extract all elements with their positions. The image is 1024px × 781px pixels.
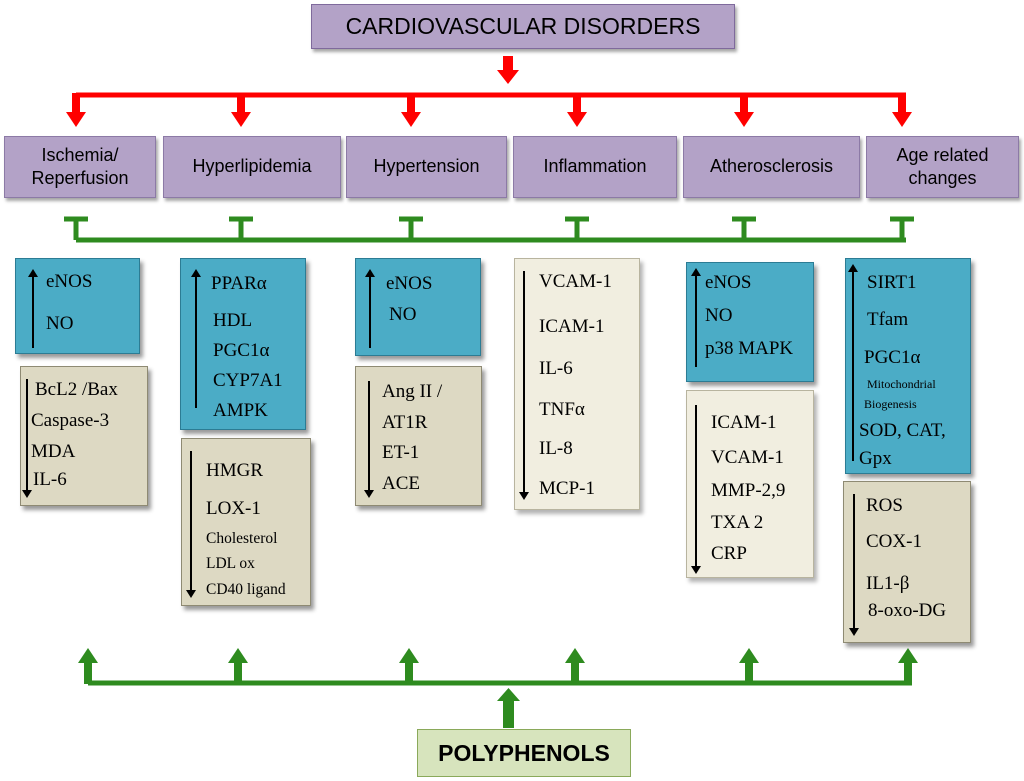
green-inhibit-tees (64, 216, 914, 240)
category-box-ischemia: Ischemia/ Reperfusion (4, 136, 156, 198)
green-center-stem (503, 700, 514, 728)
marker-label: MMP-2,9 (711, 480, 786, 501)
marker-label: Gpx (859, 448, 892, 469)
marker-label: PPARα (211, 273, 267, 294)
category-box-age-related: Age related changes (866, 136, 1019, 198)
increase-box-hyperlipidemia: PPARα HDL PGC1α CYP7A1 AMPK (180, 258, 306, 430)
red-stem (503, 56, 513, 71)
increase-box-ischemia: eNOS NO (15, 258, 140, 354)
category-label-line1: Atherosclerosis (709, 156, 834, 177)
marker-label: LDL ox (206, 555, 255, 572)
marker-label: Ang II / (382, 381, 443, 402)
category-label-line1: Hyperlipidemia (192, 156, 312, 177)
decrease-box-inflammation: VCAM-1 ICAM-1 IL-6 TNFα IL-8 MCP-1 (514, 258, 640, 510)
decrease-box-hypertension: Ang II / AT1R ET-1 ACE (355, 366, 482, 506)
marker-label: NO (46, 313, 74, 334)
red-stem-arrowhead (497, 70, 519, 84)
marker-label: VCAM-1 (539, 271, 612, 292)
marker-label: Caspase-3 (31, 410, 110, 431)
marker-label: LOX-1 (206, 498, 261, 519)
green-center-arrowhead (497, 688, 520, 701)
marker-label: VCAM-1 (711, 447, 784, 468)
marker-label: CYP7A1 (213, 370, 283, 391)
marker-label: Mitochondrial (867, 377, 936, 391)
marker-label: MCP-1 (539, 478, 595, 499)
marker-label: AT1R (382, 412, 428, 433)
marker-label: IL1-β (866, 573, 910, 594)
marker-label: AMPK (213, 400, 268, 421)
marker-label: NO (705, 305, 733, 326)
category-box-atherosclerosis: Atherosclerosis (683, 136, 860, 198)
increase-box-age-related: SIRT1 Tfam PGC1α Mitochondrial Biogenesi… (845, 258, 971, 474)
increase-arrow (365, 269, 375, 348)
marker-label: IL-6 (539, 358, 573, 379)
category-label-line1: Age related (896, 144, 989, 165)
decrease-arrow (691, 405, 701, 574)
marker-label: MDA (31, 441, 76, 462)
marker-label: CD40 ligand (206, 581, 286, 598)
marker-label: BcL2 /Bax (35, 379, 118, 400)
decrease-arrow (22, 379, 32, 498)
increase-arrow (191, 269, 201, 408)
marker-label: Tfam (867, 309, 909, 330)
polyphenols-box: POLYPHENOLS (417, 729, 631, 777)
increase-box-atherosclerosis: eNOS NO p38 MAPK (686, 262, 814, 382)
category-label-line1: Inflammation (543, 156, 647, 177)
category-label-line1: Hypertension (373, 156, 480, 177)
decrease-box-age-related: ROS COX-1 IL1-β 8-oxo-DG (843, 481, 971, 643)
marker-label: PGC1α (213, 340, 270, 361)
green-arrow-tree (78, 648, 918, 728)
marker-label: eNOS (386, 273, 433, 294)
green-inhibit-tree (64, 216, 914, 243)
decrease-arrow (519, 271, 529, 500)
marker-label: 8-oxo-DG (868, 600, 947, 621)
category-label-line2: Reperfusion (31, 168, 129, 188)
marker-label: IL-6 (33, 469, 67, 490)
marker-label: TNFα (539, 399, 585, 420)
marker-label: ET-1 (382, 442, 420, 463)
decrease-arrow (849, 494, 859, 636)
red-branch (66, 93, 912, 127)
marker-label: eNOS (46, 271, 93, 292)
increase-arrow (848, 264, 858, 461)
marker-label: ROS (866, 495, 903, 516)
marker-label: TXA 2 (711, 512, 764, 533)
marker-label: CRP (711, 543, 747, 564)
category-label-line2: changes (908, 168, 977, 188)
polyphenols-label: POLYPHENOLS (438, 739, 610, 766)
decrease-box-atherosclerosis: ICAM-1 VCAM-1 MMP-2,9 TXA 2 CRP (686, 390, 814, 578)
decrease-arrow (364, 381, 374, 498)
marker-label: NO (389, 304, 417, 325)
increase-arrow (28, 269, 38, 348)
marker-label: ACE (382, 473, 420, 494)
marker-label: COX-1 (866, 531, 922, 552)
marker-label: ICAM-1 (539, 316, 605, 337)
marker-label: HMGR (206, 460, 264, 481)
marker-label: Biogenesis (864, 397, 917, 411)
decrease-box-hyperlipidemia: HMGR LOX-1 Cholesterol LDL ox CD40 ligan… (181, 438, 311, 606)
category-box-hypertension: Hypertension (346, 136, 507, 198)
red-arrow-tree (66, 56, 912, 127)
category-label-line1: Ischemia/ (41, 144, 119, 165)
diagram-title: CARDIOVASCULAR DISORDERS (345, 13, 701, 39)
marker-label: HDL (213, 310, 253, 331)
marker-label: SIRT1 (867, 272, 917, 293)
decrease-arrow (186, 451, 196, 598)
marker-label: IL-8 (539, 438, 573, 459)
marker-label: ICAM-1 (711, 412, 777, 433)
marker-label: SOD, CAT, (859, 420, 946, 441)
marker-label: p38 MAPK (705, 338, 794, 359)
marker-label: eNOS (705, 272, 752, 293)
title-box: CARDIOVASCULAR DISORDERS (311, 4, 735, 49)
marker-label: Cholesterol (206, 530, 278, 547)
category-box-inflammation: Inflammation (513, 136, 677, 198)
marker-label: PGC1α (864, 347, 921, 368)
category-box-hyperlipidemia: Hyperlipidemia (163, 136, 341, 198)
increase-box-hypertension: eNOS NO (355, 258, 481, 356)
increase-arrow (691, 268, 701, 367)
decrease-box-ischemia: BcL2 /Bax Caspase-3 MDA IL-6 (20, 366, 148, 506)
